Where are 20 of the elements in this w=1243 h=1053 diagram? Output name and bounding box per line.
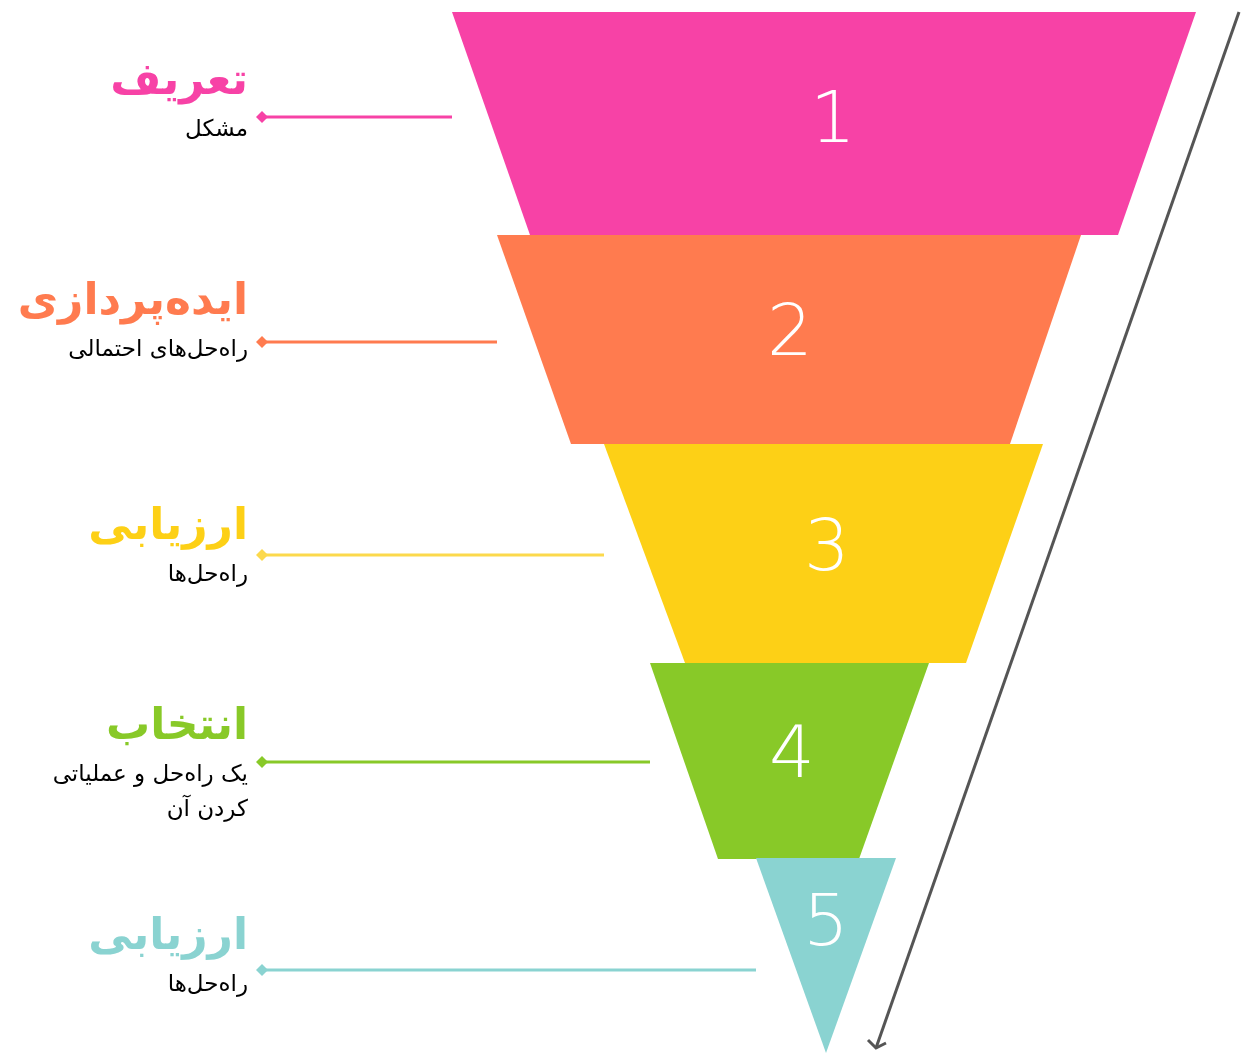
step-title: تعریف: [110, 52, 248, 107]
step-description: راه‌حل‌ها: [167, 559, 248, 589]
step-title: ایده‌پردازی: [17, 272, 248, 327]
step-title: ارزیابی: [88, 907, 248, 962]
leader-line: [256, 549, 604, 561]
step-description: مشکل: [185, 114, 248, 144]
step-number: 1: [810, 81, 856, 153]
leader-line: [256, 336, 497, 348]
leader-line: [256, 964, 756, 976]
step-title: ارزیابی: [88, 497, 248, 552]
step-description: راه‌حل‌ها: [167, 969, 248, 999]
step-title: انتخاب: [106, 697, 248, 751]
step-description: راه‌حل‌های احتمالی: [68, 334, 248, 364]
step-number: 5: [803, 884, 849, 956]
step-number: 4: [769, 716, 815, 788]
leader-line: [256, 111, 452, 123]
leader-line: [256, 756, 650, 768]
step-number: 2: [767, 294, 813, 366]
step-description: یک راه‌حل و عملیاتی کردن آن: [51, 759, 248, 824]
step-number: 3: [804, 509, 850, 581]
